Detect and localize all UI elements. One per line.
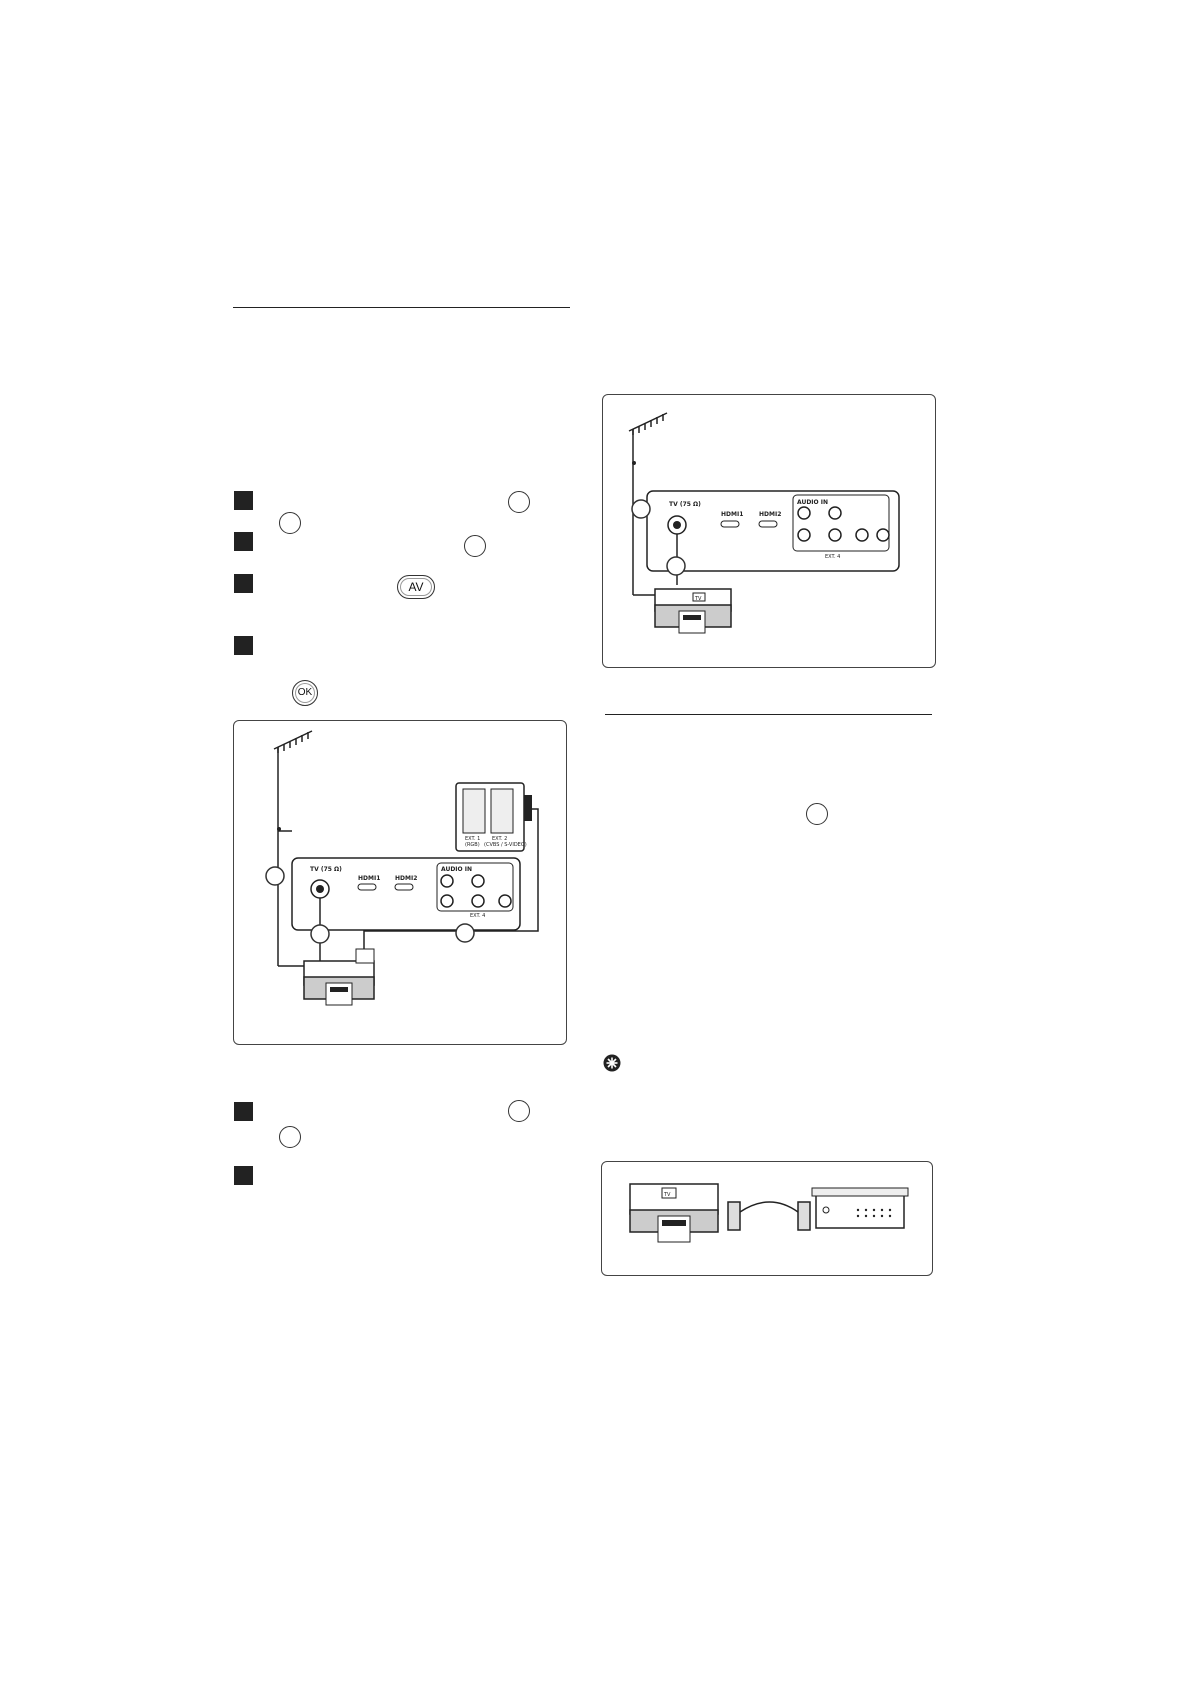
ext1-label: EXT. 1 (465, 836, 480, 842)
tv-badge: TV (663, 1192, 671, 1198)
tv-input-label: TV (75 Ω) (669, 501, 701, 508)
antenna-icon (628, 412, 668, 465)
connection-diagram-recorder: TV (75 Ω) HDMI1 HDMI2 AUDIO IN EXT. 4 TV (602, 394, 936, 668)
hdmi2-label: HDMI2 (759, 511, 781, 518)
diagram-scart-svg: TV (629, 1183, 909, 1243)
step-marker-2 (234, 532, 253, 551)
ext4-label: EXT. 4 (825, 554, 840, 560)
callout-circle (279, 1126, 301, 1148)
callout-circle (508, 491, 530, 513)
tip-icon (603, 1054, 621, 1072)
tv-input-label: TV (75 Ω) (310, 866, 342, 873)
callout-circle (464, 535, 486, 557)
scart-cable-icon (727, 1201, 811, 1231)
step-marker-3 (234, 574, 253, 593)
section-rule-right (605, 714, 932, 715)
ext2-label: EXT. 2 (492, 836, 507, 842)
ext4-label: EXT. 4 (470, 913, 485, 919)
decoder-box-icon (303, 948, 375, 1006)
section-rule-left (233, 307, 570, 308)
step-marker-1 (234, 491, 253, 510)
recorder-box-icon: TV (654, 588, 732, 634)
connection-diagram-scart-link: TV (601, 1161, 933, 1276)
step-marker-1b (234, 1102, 253, 1121)
tv-set-box-icon: TV (629, 1183, 719, 1243)
diagram-recorder-svg: TV (75 Ω) HDMI1 HDMI2 AUDIO IN EXT. 4 TV (628, 412, 900, 634)
hdmi1-label: HDMI1 (358, 875, 380, 882)
receiver-box-icon (811, 1187, 909, 1229)
callout-circle (508, 1100, 530, 1122)
callout-circle (279, 512, 301, 534)
antenna-icon (273, 730, 313, 832)
audio-in-label: AUDIO IN (797, 499, 828, 506)
callout-circle (806, 803, 828, 825)
diagram-decoder-svg: TV (75 Ω) HDMI1 HDMI2 AUDIO IN EXT. 4 EX… (265, 730, 539, 1006)
connection-diagram-decoder: TV (75 Ω) HDMI1 HDMI2 AUDIO IN EXT. 4 EX… (233, 720, 567, 1045)
av-button-icon: AV (397, 575, 435, 599)
step-marker-2b (234, 1166, 253, 1185)
ext1-sub-label: (RGB) (465, 842, 480, 848)
ext2-sub-label: (CVBS / S-VIDEO) (484, 842, 527, 848)
hdmi2-label: HDMI2 (395, 875, 417, 882)
tv-badge: TV (694, 596, 702, 602)
audio-in-label: AUDIO IN (441, 866, 472, 873)
ok-button-icon: OK (292, 680, 318, 706)
hdmi1-label: HDMI1 (721, 511, 743, 518)
step-marker-4 (234, 636, 253, 655)
